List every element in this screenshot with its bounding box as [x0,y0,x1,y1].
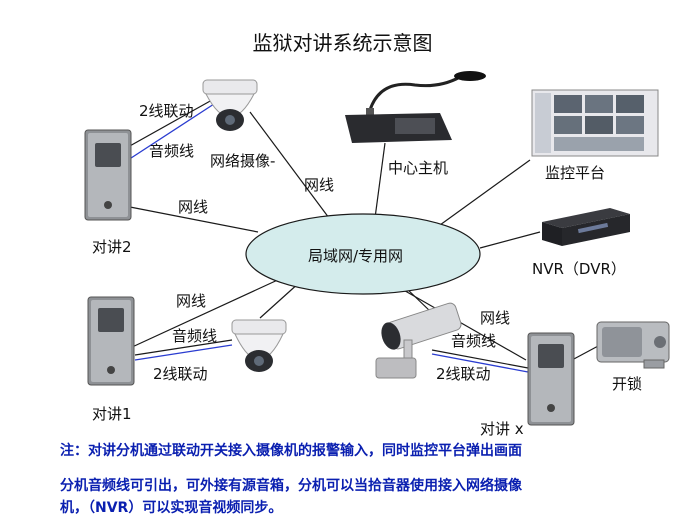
wire-dome2-hub [259,281,301,319]
label-central-host: 中心主机 [388,159,449,177]
label-network-camera: 网络摄像- [210,152,276,170]
bullet-camera [375,302,462,379]
label-monitor-platform: 监控平台 [545,164,606,182]
label-audio-top: 音频线 [149,142,195,160]
wire-host-hub [374,142,386,219]
monitor-platform-device [531,89,659,157]
note-line-1: 注：对讲分机通过联动开关接入摄像机的报警输入，同时监控平台弹出画面 [60,443,522,459]
note-line-2: 分机音频线可引出，可外接有源音箱，分机可以当拾音器使用接入网络摄像 [60,478,522,494]
label-unlock: 开锁 [612,375,643,393]
label-two-wire-bottom: 2线联动 [153,365,208,383]
page-title: 监狱对讲系统示意图 [252,31,433,55]
label-ethernet-intercom2: 网线 [178,198,209,216]
wire-platform-hub [439,159,531,226]
intercom-x-device [527,332,575,426]
note-line-3: 机，（NVR）可以实现音视频同步。 [60,500,283,516]
label-intercom-2: 对讲2 [92,238,132,256]
hub-label: 局域网/专用网 [308,247,404,265]
label-audio-right: 音频线 [451,332,497,350]
label-two-wire-top: 2线联动 [139,102,194,120]
audio-line-right [431,353,529,373]
intercom-1-device [87,296,135,386]
label-ethernet-intercomx: 网线 [480,309,511,327]
audio-line-top [127,103,215,161]
label-ethernet-intercom1: 网线 [176,292,207,310]
intercom-2-device [84,129,132,221]
dome-camera-bottom [231,319,287,372]
label-audio-bottom: 音频线 [172,327,218,345]
wire-intercomx-lock [571,344,601,361]
label-intercom-1: 对讲1 [92,405,132,423]
wire-intercom2-hub [129,206,259,233]
wire-camera-hub [249,111,333,223]
label-nvr: NVR（DVR） [532,260,626,278]
two-wire-link-bottom [134,339,233,356]
wire-nvr-hub [479,231,541,249]
two-wire-link-top [127,99,213,148]
wire-intercomx-hub [399,287,527,361]
lan-hub [245,213,481,295]
door-lock-device [596,321,670,369]
two-wire-link-right [431,349,529,369]
label-two-wire-right: 2线联动 [436,365,491,383]
central-host-device [345,71,486,143]
wire-intercom1-hub [129,277,283,349]
label-ethernet-camera: 网线 [304,176,335,194]
audio-line-bottom [134,344,233,361]
nvr-device [542,208,630,246]
label-intercom-x: 对讲 x [480,420,524,438]
dome-camera-top [202,79,258,131]
